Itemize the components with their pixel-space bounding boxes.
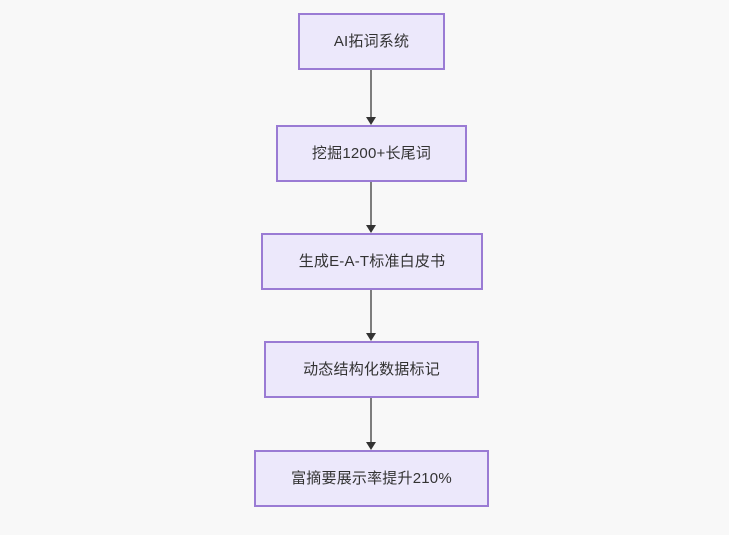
connector-arrow — [365, 70, 377, 125]
connector-stem — [370, 70, 372, 117]
connector-arrow — [365, 290, 377, 341]
flowchart-node-1[interactable]: AI拓词系统 — [298, 13, 445, 70]
arrowhead-icon — [366, 333, 376, 341]
flowchart-node-label: 生成E-A-T标准白皮书 — [298, 253, 446, 270]
flowchart-node-label: 动态结构化数据标记 — [303, 361, 440, 378]
connector-stem — [370, 398, 372, 442]
flowchart-node-label: 富摘要展示率提升210% — [291, 470, 452, 487]
flowchart-node-2[interactable]: 挖掘1200+长尾词 — [276, 125, 467, 182]
flowchart-node-4[interactable]: 动态结构化数据标记 — [264, 341, 479, 398]
connector-stem — [370, 290, 372, 333]
flowchart-node-label: AI拓词系统 — [333, 33, 410, 50]
arrowhead-icon — [366, 117, 376, 125]
flowchart-node-3[interactable]: 生成E-A-T标准白皮书 — [261, 233, 483, 290]
connector-stem — [370, 182, 372, 225]
arrowhead-icon — [366, 225, 376, 233]
connector-arrow — [365, 182, 377, 233]
flowchart-node-label: 挖掘1200+长尾词 — [311, 145, 432, 162]
arrowhead-icon — [366, 442, 376, 450]
flowchart-node-5[interactable]: 富摘要展示率提升210% — [254, 450, 489, 507]
connector-arrow — [365, 398, 377, 450]
